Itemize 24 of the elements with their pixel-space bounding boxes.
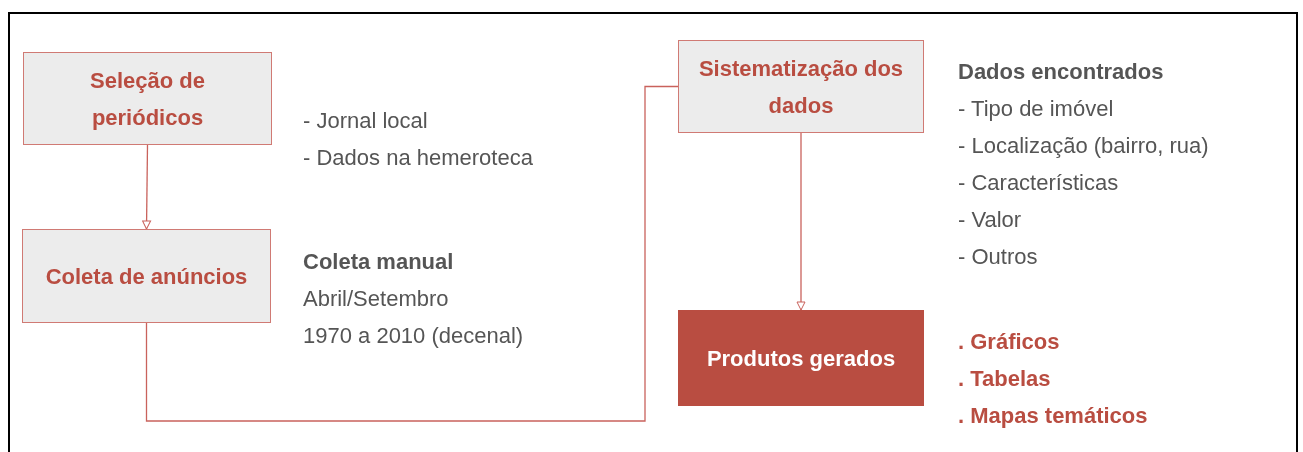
box-label: Sistematização dos dados xyxy=(697,54,905,120)
note-line: - Tipo de imóvel xyxy=(958,95,1115,123)
note-line: - Jornal local xyxy=(303,107,429,135)
note-heading: Coleta manual xyxy=(303,248,455,276)
process-box xyxy=(678,310,924,406)
note-line: - Outros xyxy=(958,243,1039,271)
note-line: . Gráficos xyxy=(958,328,1061,356)
note-line: - Valor xyxy=(958,206,1023,234)
note-line: - Características xyxy=(958,169,1120,197)
connector-arrow xyxy=(142,144,152,230)
note-line: Abril/Setembro xyxy=(303,285,450,313)
note-line: . Tabelas xyxy=(958,365,1052,393)
process-box xyxy=(23,52,272,145)
note-line: . Mapas temáticos xyxy=(958,402,1148,430)
process-box xyxy=(678,40,924,133)
note-line: - Dados na hemeroteca xyxy=(303,144,533,172)
connector-arrow xyxy=(796,132,806,311)
note-line: - Localização (bairro, rua) xyxy=(958,132,1209,160)
note-heading: Dados encontrados xyxy=(958,58,1165,86)
box-label: Produtos gerados xyxy=(706,344,896,373)
note-line: 1970 a 2010 (decenal) xyxy=(303,322,524,350)
process-box xyxy=(22,229,271,323)
box-label: Seleção de periódicos xyxy=(89,66,206,132)
box-label: Coleta de anúncios xyxy=(45,262,248,291)
